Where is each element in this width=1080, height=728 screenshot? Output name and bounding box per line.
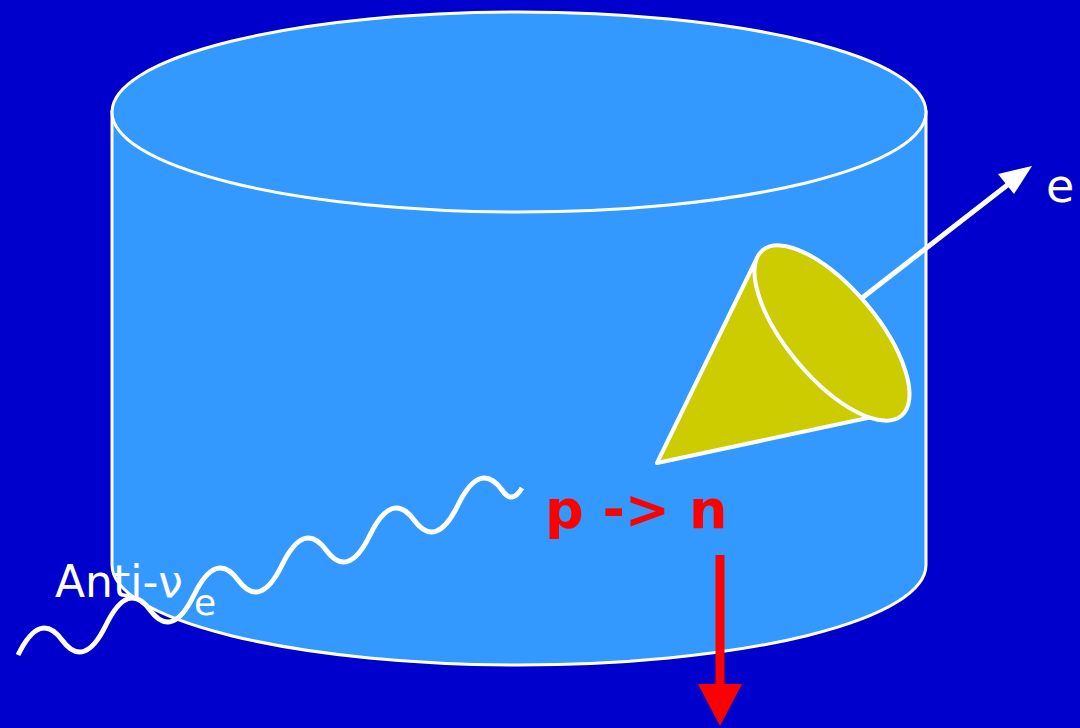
flavour-subscript: e — [194, 585, 216, 621]
cone-base — [728, 221, 936, 444]
positron-label: e — [1046, 163, 1074, 209]
particle-label: Anti-ν — [55, 560, 183, 604]
reaction-label: p -> n — [545, 483, 727, 537]
tank-top — [112, 12, 926, 212]
positron-track — [862, 183, 1010, 298]
neutron-track — [716, 555, 725, 690]
neutron-arrowhead — [698, 684, 742, 726]
positron-arrowhead — [998, 166, 1032, 194]
neutrino-wave — [18, 478, 522, 655]
